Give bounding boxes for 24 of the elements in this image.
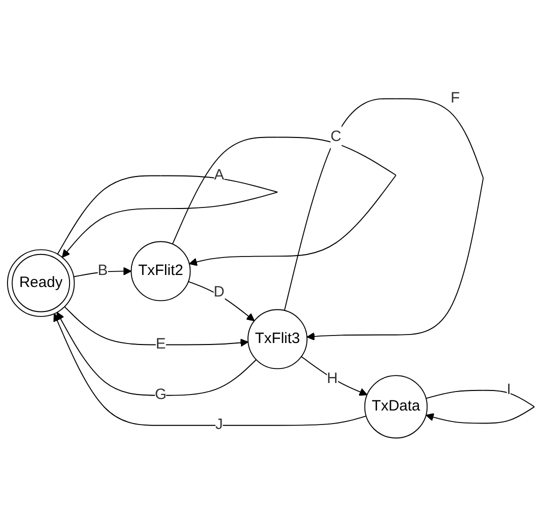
edge-label: J bbox=[215, 416, 223, 433]
edge-label: F bbox=[450, 90, 460, 106]
node-circle: TxFlit2 bbox=[130, 240, 191, 301]
arrow bbox=[64, 306, 248, 347]
arrow bbox=[73, 266, 132, 277]
arrow bbox=[188, 280, 255, 321]
edge-label: H bbox=[326, 370, 338, 386]
arrow bbox=[57, 175, 278, 258]
node-circle: TxFlit3 bbox=[248, 308, 308, 369]
arrow bbox=[284, 98, 484, 340]
arrow bbox=[300, 356, 368, 396]
edge-label: C bbox=[330, 128, 342, 144]
node-circle: Ready bbox=[7, 248, 75, 317]
arrow bbox=[53, 313, 367, 426]
arrow bbox=[172, 136, 396, 266]
arrow bbox=[56, 312, 257, 396]
edge-label: G bbox=[154, 386, 167, 403]
edge-label: I bbox=[506, 382, 511, 398]
node-circle: TxData bbox=[364, 374, 428, 438]
arrow bbox=[426, 390, 535, 424]
edge-label: E bbox=[156, 336, 166, 352]
edge-label: B bbox=[98, 262, 108, 278]
edge-label: D bbox=[214, 284, 225, 300]
edge-label: A bbox=[214, 167, 224, 183]
